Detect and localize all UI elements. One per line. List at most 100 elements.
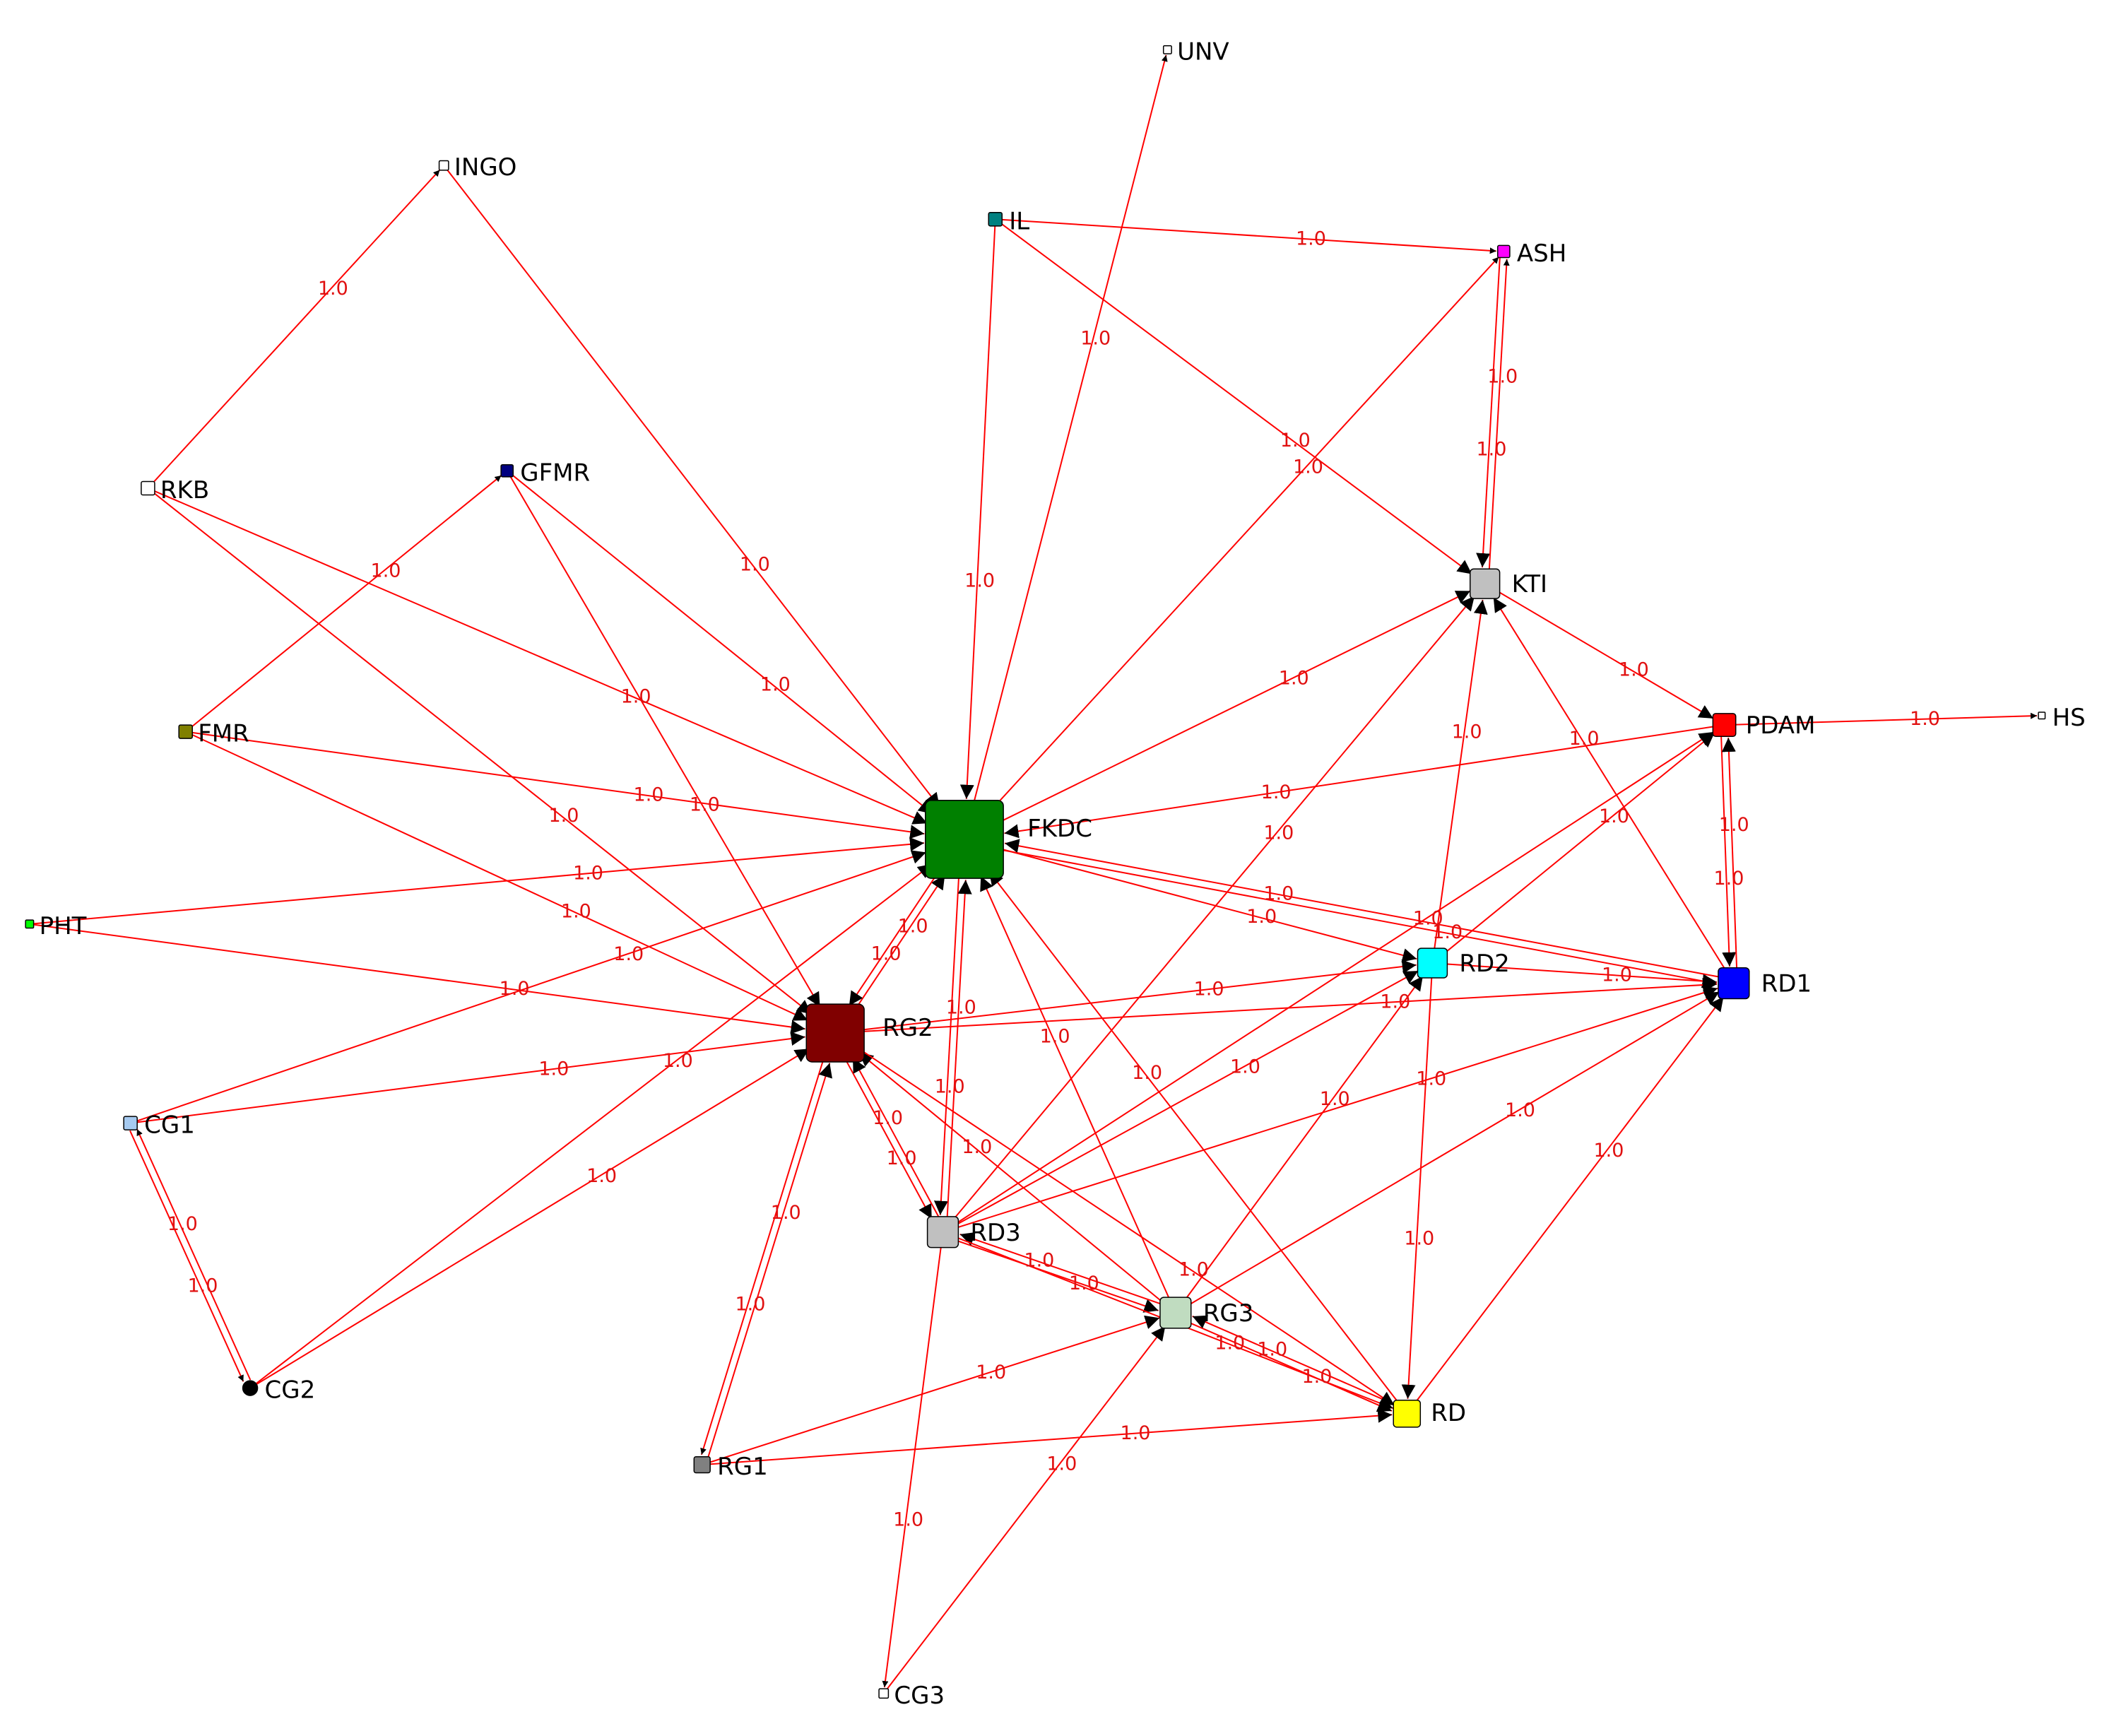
node-shape-unv (1162, 45, 1172, 54)
edge-rd2-kti (1434, 599, 1488, 949)
node-cg3[interactable]: CG3 (878, 1682, 945, 1710)
edge-weight-label: 1.0 (1569, 728, 1600, 750)
edge-weight-label: 1.0 (1320, 1088, 1350, 1110)
edge-il-kti (1000, 223, 1472, 575)
node-shape-rkb (141, 480, 155, 496)
edge-rd3-rg2 (852, 1057, 940, 1217)
node-rd3[interactable]: RD3 (926, 1216, 1021, 1248)
edge-cg2-fkdc (255, 863, 933, 1385)
node-label-kti: KTI (1512, 570, 1547, 598)
edge-weight-label: 1.0 (898, 915, 928, 937)
node-label-fkdc: FKDC (1027, 815, 1092, 843)
edge-weight-label: 1.0 (976, 1362, 1006, 1383)
edge-weight-label: 1.0 (1263, 882, 1294, 904)
node-rd[interactable]: RD (1393, 1399, 1466, 1428)
node-shape-rg2 (805, 1003, 865, 1063)
edge-weight-label: 1.0 (561, 900, 591, 922)
edge-rg1-rd (710, 1408, 1393, 1465)
edge-pht-fkdc (33, 837, 925, 925)
edge-fmr-gfmr (190, 475, 502, 728)
edge-weight-label: 1.0 (1380, 991, 1410, 1012)
edge-weight-label: 1.0 (964, 570, 995, 592)
node-label-rd3: RD3 (970, 1219, 1020, 1247)
edges-layer (33, 54, 2038, 1691)
node-label-rkb: RKB (160, 476, 209, 504)
edge-rd3-kti (952, 596, 1475, 1221)
edge-weight-label: 1.0 (167, 1213, 198, 1235)
edge-rd3-fkdc (946, 880, 972, 1217)
edge-rg3-rd1 (1188, 991, 1720, 1306)
edge-weight-label: 1.0 (1132, 1062, 1162, 1084)
edge-rd1-pdam (1721, 738, 1738, 968)
node-fkdc[interactable]: FKDC (924, 799, 1092, 879)
node-rkb[interactable]: RKB (141, 476, 209, 504)
edge-rg2-fkdc (853, 874, 946, 1012)
edge-rd3-pdam (955, 731, 1714, 1224)
node-cg2[interactable]: CG2 (242, 1376, 316, 1405)
edge-weight-label: 1.0 (760, 673, 791, 695)
edge-weight-label: 1.0 (1121, 1422, 1151, 1444)
node-fmr[interactable]: FMR (178, 720, 249, 748)
edge-weight-label: 1.0 (1416, 1068, 1446, 1090)
node-shape-rd2 (1417, 947, 1448, 979)
edge-il-ash (1002, 218, 1496, 254)
edge-rg3-rd2 (1183, 975, 1424, 1301)
edge-weight-label: 1.0 (1713, 868, 1744, 890)
node-rd2[interactable]: RD2 (1417, 947, 1510, 979)
edge-rd3-rd1 (957, 986, 1718, 1229)
edge-weight-label: 1.0 (500, 978, 530, 1000)
edge-rd-rg3 (1192, 1315, 1397, 1406)
edge-fkdc-rd3 (933, 878, 959, 1215)
edge-weight-label: 1.0 (1487, 366, 1518, 388)
edge-weight-label: 1.0 (1069, 1273, 1099, 1294)
edge-weight-label: 1.0 (946, 997, 976, 1019)
node-label-cg2: CG2 (265, 1376, 316, 1405)
node-il[interactable]: IL (988, 207, 1029, 235)
node-rg2[interactable]: RG2 (805, 1003, 933, 1063)
node-label-unv: UNV (1177, 37, 1229, 66)
node-shape-pht (25, 919, 35, 929)
node-cg1[interactable]: CG1 (123, 1111, 195, 1140)
node-shape-gfmr (500, 463, 514, 478)
node-pdam[interactable]: PDAM (1712, 711, 1815, 740)
node-unv[interactable]: UNV (1162, 37, 1229, 66)
edge-fkdc-rd2 (1002, 849, 1417, 962)
node-label-ingo: INGO (454, 153, 517, 182)
edge-weight-label: 1.0 (1432, 921, 1463, 943)
edge-weight-label: 1.0 (1293, 456, 1323, 478)
edge-weight-label: 1.0 (1263, 822, 1294, 844)
node-ash[interactable]: ASH (1497, 240, 1567, 268)
edge-weight-label: 1.0 (871, 943, 902, 964)
edge-weight-label: 1.0 (1599, 805, 1629, 827)
node-pht[interactable]: PHT (25, 912, 87, 940)
node-gfmr[interactable]: GFMR (500, 459, 590, 487)
node-shape-hs (2038, 711, 2046, 720)
edge-rkb-fkdc (153, 490, 928, 825)
edge-weight-label: 1.0 (1602, 964, 1632, 986)
node-rd1[interactable]: RD1 (1718, 967, 1812, 1000)
node-shape-rd1 (1718, 967, 1750, 1000)
edge-rg3-rd (1188, 1321, 1393, 1412)
edge-weight-label: 1.0 (1452, 721, 1482, 743)
node-rg1[interactable]: RG1 (693, 1453, 768, 1481)
node-hs[interactable]: HS (2038, 704, 2086, 732)
node-kti[interactable]: KTI (1469, 568, 1547, 599)
node-label-rg1: RG1 (717, 1453, 768, 1481)
node-rg3[interactable]: RG3 (1159, 1297, 1253, 1329)
edge-cg3-rg3 (885, 1325, 1166, 1691)
edge-rd3-rg3 (956, 1239, 1159, 1313)
node-shape-rd3 (926, 1216, 959, 1248)
node-label-hs: HS (2052, 704, 2086, 732)
edge-weight-label: 1.0 (549, 805, 579, 827)
edge-weight-label: 1.0 (887, 1147, 917, 1169)
node-shape-fkdc (924, 799, 1004, 879)
edge-weight-label: 1.0 (1257, 1339, 1287, 1361)
node-label-cg1: CG1 (144, 1111, 195, 1140)
edge-weight-label: 1.0 (1080, 327, 1111, 349)
node-ingo[interactable]: INGO (438, 153, 517, 182)
edge-weight-label: 1.0 (1024, 1250, 1054, 1272)
edge-weight-label: 1.0 (1302, 1366, 1333, 1388)
edge-rd1-kti (1492, 597, 1727, 971)
node-shape-cg3 (878, 1688, 890, 1699)
